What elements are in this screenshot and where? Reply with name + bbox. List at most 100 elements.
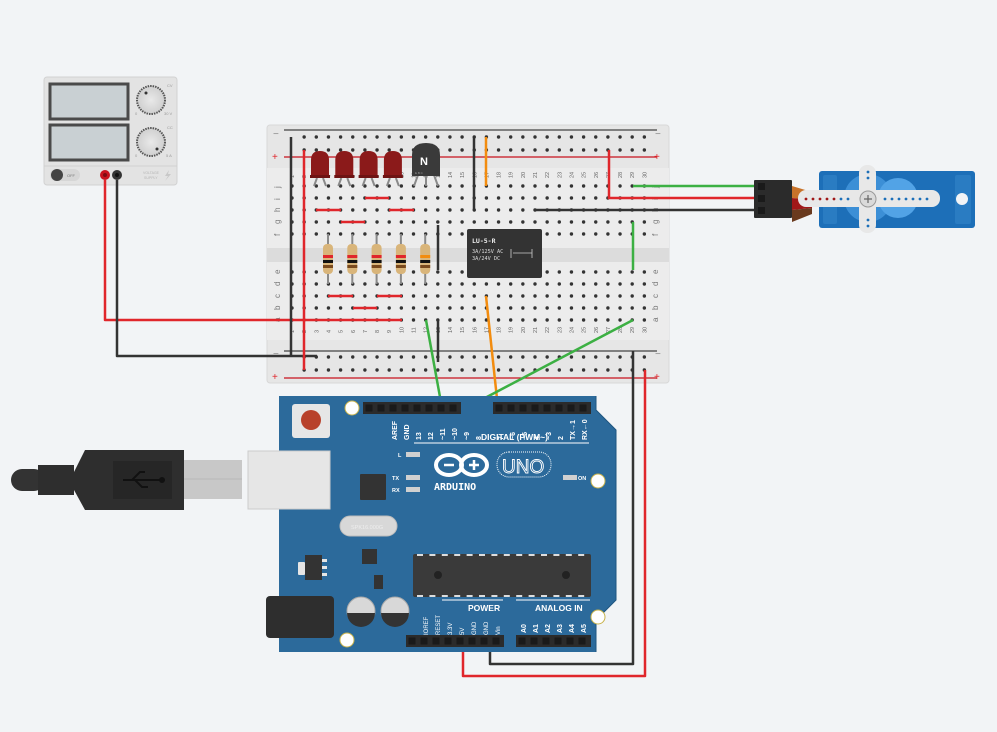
header-pin[interactable]	[531, 404, 539, 412]
breadboard-hole[interactable]	[557, 184, 561, 188]
breadboard-hole[interactable]	[594, 184, 598, 188]
breadboard-hole[interactable]	[484, 282, 489, 286]
breadboard-hole[interactable]	[521, 294, 525, 298]
breadboard-hole[interactable]	[533, 184, 537, 188]
breadboard-hole[interactable]	[496, 294, 501, 298]
header-pin[interactable]	[554, 637, 562, 645]
rail-hole[interactable]	[509, 148, 513, 152]
rail-hole[interactable]	[423, 135, 428, 139]
rail-hole[interactable]	[351, 135, 355, 139]
rail-hole[interactable]	[569, 135, 574, 139]
breadboard-hole[interactable]	[472, 294, 476, 298]
breadboard-hole[interactable]	[581, 220, 586, 224]
breadboard-hole[interactable]	[569, 270, 574, 274]
rail-hole[interactable]	[375, 355, 379, 359]
rail-hole[interactable]	[363, 368, 367, 372]
header-pin[interactable]	[456, 637, 464, 645]
breadboard-hole[interactable]	[509, 220, 513, 224]
header-pin[interactable]	[519, 404, 527, 412]
usb-cable[interactable]	[11, 450, 242, 510]
rail-hole[interactable]	[363, 135, 367, 139]
breadboard-hole[interactable]	[472, 318, 476, 322]
breadboard-hole[interactable]	[448, 220, 452, 224]
breadboard-hole[interactable]	[436, 306, 440, 310]
breadboard-hole[interactable]	[509, 306, 513, 310]
breadboard-hole[interactable]	[618, 270, 622, 274]
breadboard-hole[interactable]	[399, 306, 404, 310]
rail-hole[interactable]	[484, 355, 489, 359]
breadboard-hole[interactable]	[581, 270, 586, 274]
breadboard-hole[interactable]	[581, 196, 586, 200]
breadboard-hole[interactable]	[569, 306, 574, 310]
rail-hole[interactable]	[496, 368, 501, 372]
breadboard-hole[interactable]	[314, 270, 318, 274]
breadboard-hole[interactable]	[375, 184, 379, 188]
rail-hole[interactable]	[375, 368, 379, 372]
breadboard-hole[interactable]	[411, 306, 416, 310]
rail-hole[interactable]	[411, 368, 416, 372]
breadboard-hole[interactable]	[581, 318, 586, 322]
breadboard-hole[interactable]	[363, 208, 367, 212]
rail-hole[interactable]	[496, 355, 501, 359]
breadboard-hole[interactable]	[448, 282, 452, 286]
breadboard-hole[interactable]	[521, 318, 525, 322]
breadboard-hole[interactable]	[423, 306, 428, 310]
breadboard-hole[interactable]	[496, 282, 501, 286]
breadboard-hole[interactable]	[533, 220, 537, 224]
header-pin[interactable]	[566, 637, 574, 645]
rail-hole[interactable]	[375, 135, 379, 139]
breadboard-hole[interactable]	[326, 220, 331, 224]
rail-hole[interactable]	[387, 148, 391, 152]
breadboard-hole[interactable]	[496, 318, 501, 322]
breadboard-hole[interactable]	[594, 294, 598, 298]
breadboard-hole[interactable]	[496, 220, 501, 224]
rail-hole[interactable]	[399, 135, 404, 139]
wire-green-pin11[interactable]	[424, 319, 444, 409]
wire-servo-power[interactable]	[607, 150, 760, 200]
breadboard-hole[interactable]	[351, 184, 355, 188]
breadboard-hole[interactable]	[436, 282, 440, 286]
header-pin[interactable]	[555, 404, 563, 412]
rail-hole[interactable]	[509, 368, 513, 372]
rail-hole[interactable]	[411, 355, 416, 359]
breadboard-hole[interactable]	[387, 232, 391, 236]
resistor[interactable]	[395, 234, 406, 284]
rail-hole[interactable]	[521, 148, 525, 152]
breadboard-hole[interactable]	[460, 270, 464, 274]
breadboard-hole[interactable]	[411, 220, 416, 224]
breadboard-hole[interactable]	[363, 294, 367, 298]
breadboard-hole[interactable]	[314, 220, 318, 224]
breadboard-hole[interactable]	[460, 306, 464, 310]
rail-hole[interactable]	[338, 148, 343, 152]
header-pin[interactable]	[420, 637, 428, 645]
breadboard-hole[interactable]	[351, 208, 355, 212]
rail-hole[interactable]	[496, 148, 501, 152]
breadboard-hole[interactable]	[436, 294, 440, 298]
breadboard-hole[interactable]	[338, 270, 343, 274]
breadboard-hole[interactable]	[448, 232, 452, 236]
breadboard-hole[interactable]	[521, 196, 525, 200]
rail-hole[interactable]	[436, 368, 440, 372]
breadboard-hole[interactable]	[545, 220, 549, 224]
breadboard-hole[interactable]	[460, 282, 464, 286]
rail-hole[interactable]	[387, 135, 391, 139]
rail-hole[interactable]	[387, 368, 391, 372]
rail-hole[interactable]	[460, 148, 464, 152]
breadboard-hole[interactable]	[448, 208, 452, 212]
wire-green-pin9[interactable]	[465, 318, 634, 410]
rail-hole[interactable]	[472, 355, 476, 359]
breadboard-hole[interactable]	[448, 196, 452, 200]
breadboard-hole[interactable]	[618, 318, 622, 322]
rail-hole[interactable]	[496, 135, 501, 139]
rail-hole[interactable]	[642, 148, 647, 152]
breadboard-hole[interactable]	[557, 232, 561, 236]
breadboard-hole[interactable]	[630, 294, 634, 298]
breadboard-hole[interactable]	[387, 306, 391, 310]
breadboard-hole[interactable]	[594, 232, 598, 236]
breadboard-hole[interactable]	[326, 306, 331, 310]
breadboard-hole[interactable]	[387, 220, 391, 224]
rail-hole[interactable]	[351, 148, 355, 152]
breadboard-hole[interactable]	[618, 220, 622, 224]
breadboard-hole[interactable]	[569, 318, 574, 322]
resistor[interactable]	[371, 234, 382, 284]
